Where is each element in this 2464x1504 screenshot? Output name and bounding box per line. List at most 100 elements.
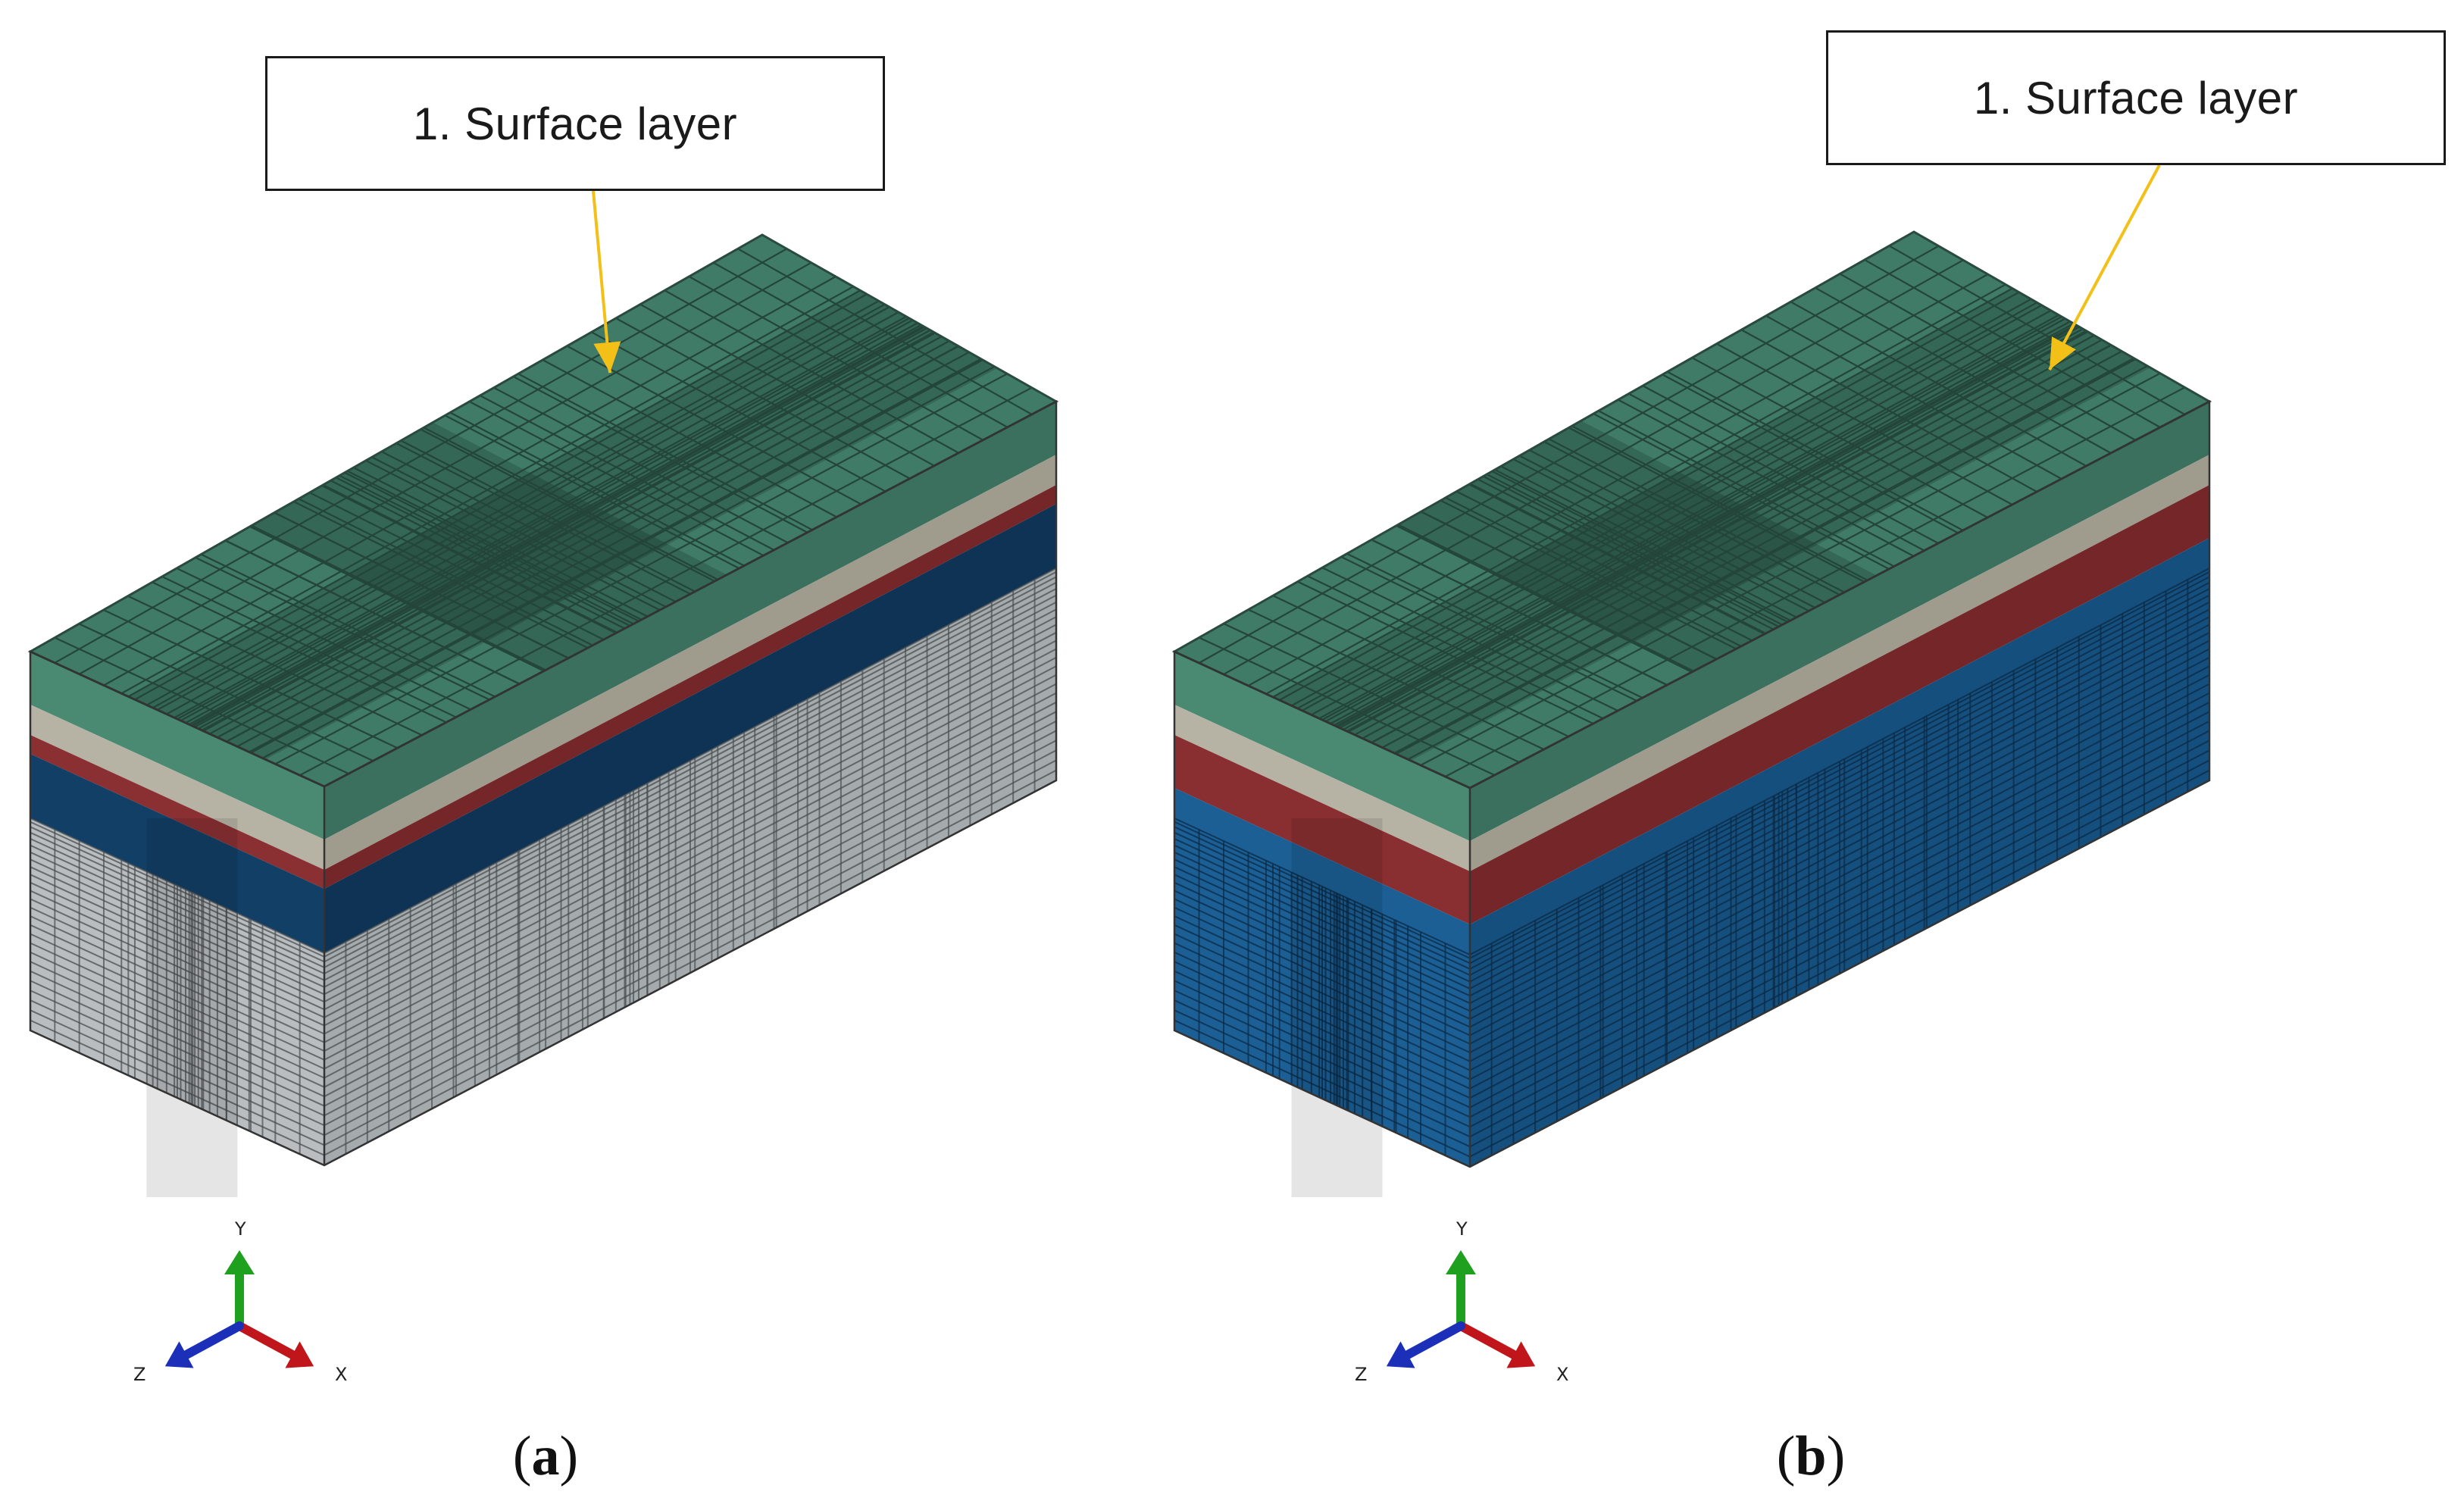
mesh-line: [1321, 316, 2062, 721]
mesh-line: [1291, 298, 2032, 707]
x-axis-arm: [235, 1321, 297, 1359]
panel-b-callout-box: 1. Surface layer: [1826, 30, 2446, 165]
mesh-line: [185, 322, 918, 724]
callout-leader-line: [2048, 164, 2161, 371]
mesh-line: [1371, 344, 2112, 744]
panel-a-mesh-model: Y X Z: [27, 190, 1059, 1385]
mesh-line: [152, 303, 886, 709]
z-axis-label: Z: [133, 1364, 145, 1385]
mesh-line: [157, 306, 890, 711]
mesh-line: [274, 373, 1008, 765]
x-axis-arrowhead: [285, 1341, 314, 1368]
front-right-face: [324, 402, 1057, 1166]
x-axis-arm: [1456, 1321, 1518, 1359]
mesh-line: [1420, 372, 2161, 766]
front-right-face: [1469, 402, 2210, 1168]
refinement-shade: [1291, 818, 1383, 1197]
mesh-line: [1347, 330, 2088, 733]
mesh-line: [189, 324, 922, 726]
panel-a-caption: (a): [512, 1425, 579, 1487]
callout-arrowhead: [593, 341, 621, 373]
layer-band: [1174, 652, 1470, 841]
layer-band: [30, 754, 324, 953]
mesh-line: [198, 329, 931, 730]
mesh-line: [209, 336, 943, 735]
layer-band: [1470, 402, 2209, 841]
mesh-line: [236, 351, 970, 748]
mesh-line: [1296, 302, 2038, 709]
mesh-line: [1337, 324, 2078, 728]
mesh-line: [1198, 245, 1940, 664]
mesh-line: [79, 261, 812, 675]
mesh-line: [1311, 309, 2052, 716]
mesh-line: [201, 331, 934, 731]
mesh-line: [1318, 314, 2059, 720]
mesh-line: [1279, 291, 2020, 701]
layer-band: [1174, 705, 1470, 871]
mesh-line: [1223, 259, 1964, 675]
mesh-line: [192, 326, 925, 727]
mesh-line: [217, 340, 950, 739]
mesh-line: [177, 317, 910, 720]
x-axis-label: X: [335, 1364, 347, 1385]
mesh-line: [1362, 339, 2103, 739]
layer-band: [324, 485, 1056, 889]
z-axis-arrowhead: [164, 1341, 194, 1368]
z-axis-arm: [182, 1321, 244, 1359]
mesh-line: [1324, 317, 2066, 723]
front-left-face: [30, 652, 325, 1197]
layer-band: [1470, 455, 2209, 871]
panel-b-callout-label: 1. Surface layer: [1973, 72, 2299, 124]
layer-band: [30, 652, 324, 840]
mesh-line: [1395, 358, 2137, 755]
x-axis-label: X: [1556, 1364, 1568, 1385]
panel-a-callout-box: 1. Surface layer: [265, 56, 885, 191]
y-axis-label: Y: [1456, 1218, 1468, 1240]
layer-band: [30, 705, 324, 870]
mesh-line: [1334, 323, 2075, 727]
y-axis-label: Y: [234, 1218, 246, 1240]
mesh-line: [1346, 330, 2087, 732]
mesh-line: [127, 289, 861, 698]
mesh-line: [194, 327, 927, 728]
layer-band: [324, 402, 1056, 840]
mesh-line: [166, 311, 899, 715]
mesh-line: [134, 293, 868, 701]
refinement-shade: [146, 818, 238, 1197]
mesh-line: [299, 386, 1033, 777]
mesh-line: [1407, 364, 2148, 761]
mesh-line: [202, 332, 936, 732]
mesh-line: [1302, 304, 2043, 711]
mesh-line: [1336, 324, 2077, 727]
mesh-line: [1265, 283, 2006, 695]
layer-band: [1174, 735, 1470, 924]
panel-b-caption: (b): [1776, 1425, 1846, 1487]
layer-band: [324, 504, 1056, 953]
mesh-line: [1381, 350, 2122, 749]
axis-triad: Y X Z: [1355, 1218, 1568, 1385]
layer-band: [30, 735, 324, 889]
mesh-line: [1330, 320, 2071, 725]
z-axis-arm: [1403, 1321, 1465, 1359]
mesh-line: [249, 358, 982, 753]
mesh-line: [1444, 386, 2186, 777]
mesh-line: [190, 325, 924, 727]
mesh-line: [262, 365, 996, 759]
mesh-line: [250, 359, 983, 754]
layer-band: [324, 455, 1056, 870]
mesh-line: [1247, 274, 1989, 686]
callout-leader-line: [592, 190, 611, 374]
z-axis-label: Z: [1355, 1364, 1367, 1385]
y-axis-arrowhead: [224, 1250, 255, 1274]
panel-b-mesh-model: Y X Z: [1171, 164, 2212, 1385]
mesh-line: [54, 248, 787, 664]
mesh-line: [1354, 334, 2095, 736]
x-axis-arrowhead: [1506, 1341, 1536, 1368]
mesh-line: [120, 286, 854, 695]
top-surface-layer: [27, 233, 1059, 788]
mesh-line: [180, 319, 914, 722]
panel-a-callout-label: 1. Surface layer: [412, 98, 738, 149]
mesh-line: [1339, 326, 2080, 729]
